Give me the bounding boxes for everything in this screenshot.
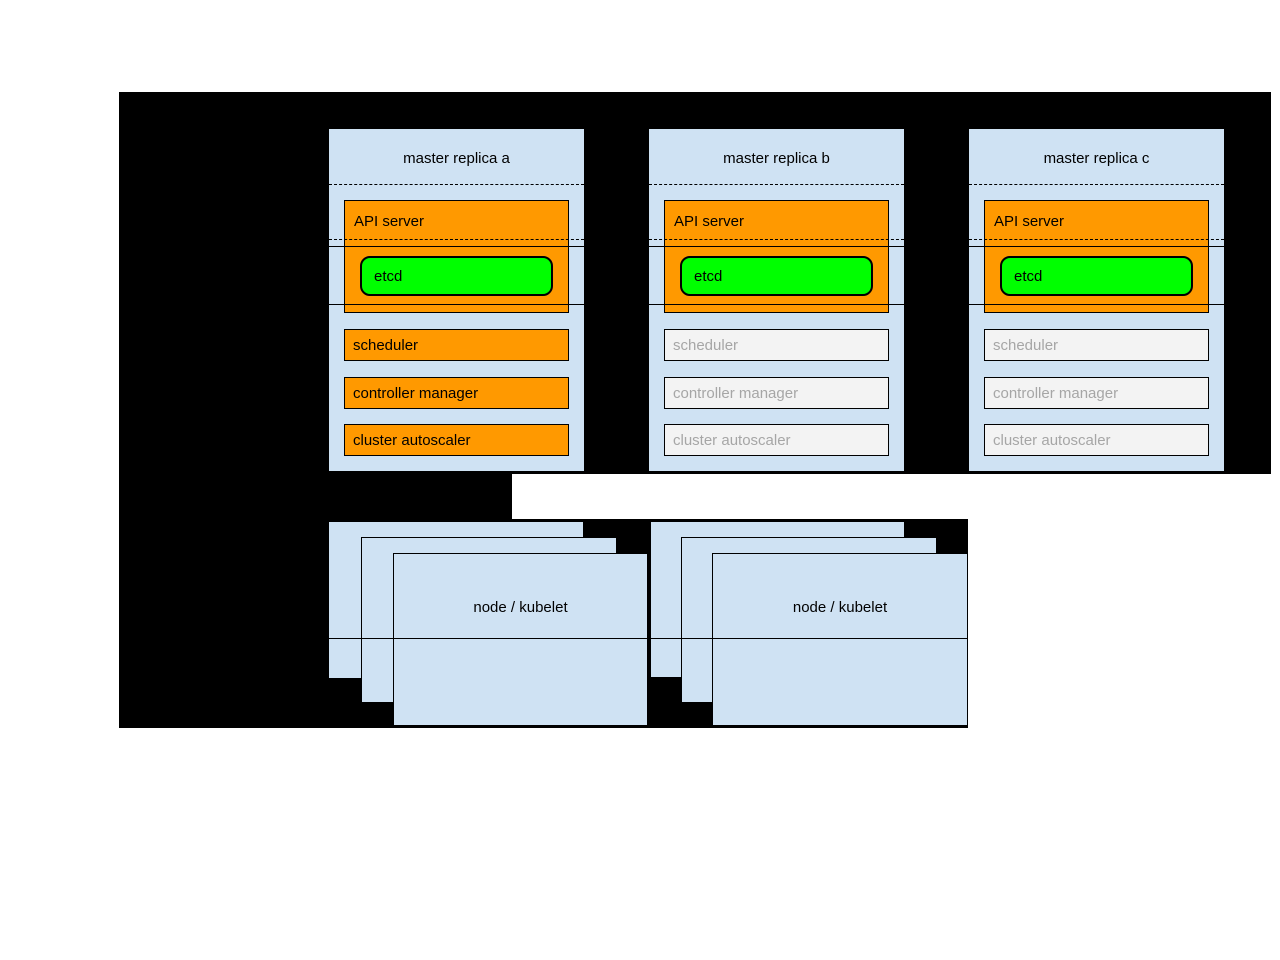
layer-line-top (649, 246, 904, 247)
vm-boundary-dashed-line (649, 184, 904, 185)
api-server-label: API server (674, 213, 745, 230)
scheduler-label: scheduler (673, 336, 739, 354)
master-title: master replica c (1043, 150, 1150, 167)
cluster-autoscaler-box: cluster autoscaler (664, 424, 889, 456)
layer-line-bottom (969, 304, 1224, 305)
controller-manager-box: controller manager (344, 377, 569, 409)
layer-line-top (969, 246, 1224, 247)
node-box-front: node / kubelet (393, 553, 648, 726)
scheduler-box: scheduler (984, 329, 1209, 361)
etcd-box: etcd (680, 256, 873, 296)
node-title-divider-line (328, 638, 968, 639)
controller-manager-label: controller manager (353, 384, 479, 402)
layer-dashed-line (969, 239, 1224, 240)
cluster-autoscaler-label: cluster autoscaler (673, 431, 791, 449)
etcd-label: etcd (374, 267, 403, 285)
master-replica-a-panel: master replica a API server etcd schedul… (329, 129, 584, 471)
master-title: master replica a (403, 150, 510, 167)
etcd-box: etcd (360, 256, 553, 296)
controller-manager-label: controller manager (673, 384, 799, 402)
api-server-label: API server (354, 213, 425, 230)
etcd-label: etcd (1014, 267, 1043, 285)
node-kubelet-label: node / kubelet (792, 599, 888, 616)
background-block-left (119, 474, 512, 519)
cluster-autoscaler-label: cluster autoscaler (993, 431, 1111, 449)
master-title: master replica b (723, 150, 830, 167)
cluster-autoscaler-box: cluster autoscaler (344, 424, 569, 456)
scheduler-box: scheduler (344, 329, 569, 361)
cluster-autoscaler-label: cluster autoscaler (353, 431, 471, 449)
master-replica-c-panel: master replica c API server etcd schedul… (969, 129, 1224, 471)
scheduler-label: scheduler (993, 336, 1059, 354)
etcd-box: etcd (1000, 256, 1193, 296)
cluster-autoscaler-box: cluster autoscaler (984, 424, 1209, 456)
master-replica-b-panel: master replica b API server etcd schedul… (649, 129, 904, 471)
layer-line-bottom (649, 304, 904, 305)
layer-dashed-line (329, 239, 584, 240)
node-box-front: node / kubelet (712, 553, 968, 726)
layer-line-bottom (329, 304, 584, 305)
node-kubelet-label: node / kubelet (473, 599, 568, 616)
scheduler-label: scheduler (353, 336, 419, 354)
controller-manager-box: controller manager (984, 377, 1209, 409)
layer-line-top (329, 246, 584, 247)
controller-manager-label: controller manager (993, 384, 1119, 402)
api-server-label: API server (994, 213, 1065, 230)
controller-manager-box: controller manager (664, 377, 889, 409)
layer-dashed-line (649, 239, 904, 240)
vm-boundary-dashed-line (329, 184, 584, 185)
scheduler-box: scheduler (664, 329, 889, 361)
vm-boundary-dashed-line (969, 184, 1224, 185)
etcd-label: etcd (694, 267, 723, 285)
